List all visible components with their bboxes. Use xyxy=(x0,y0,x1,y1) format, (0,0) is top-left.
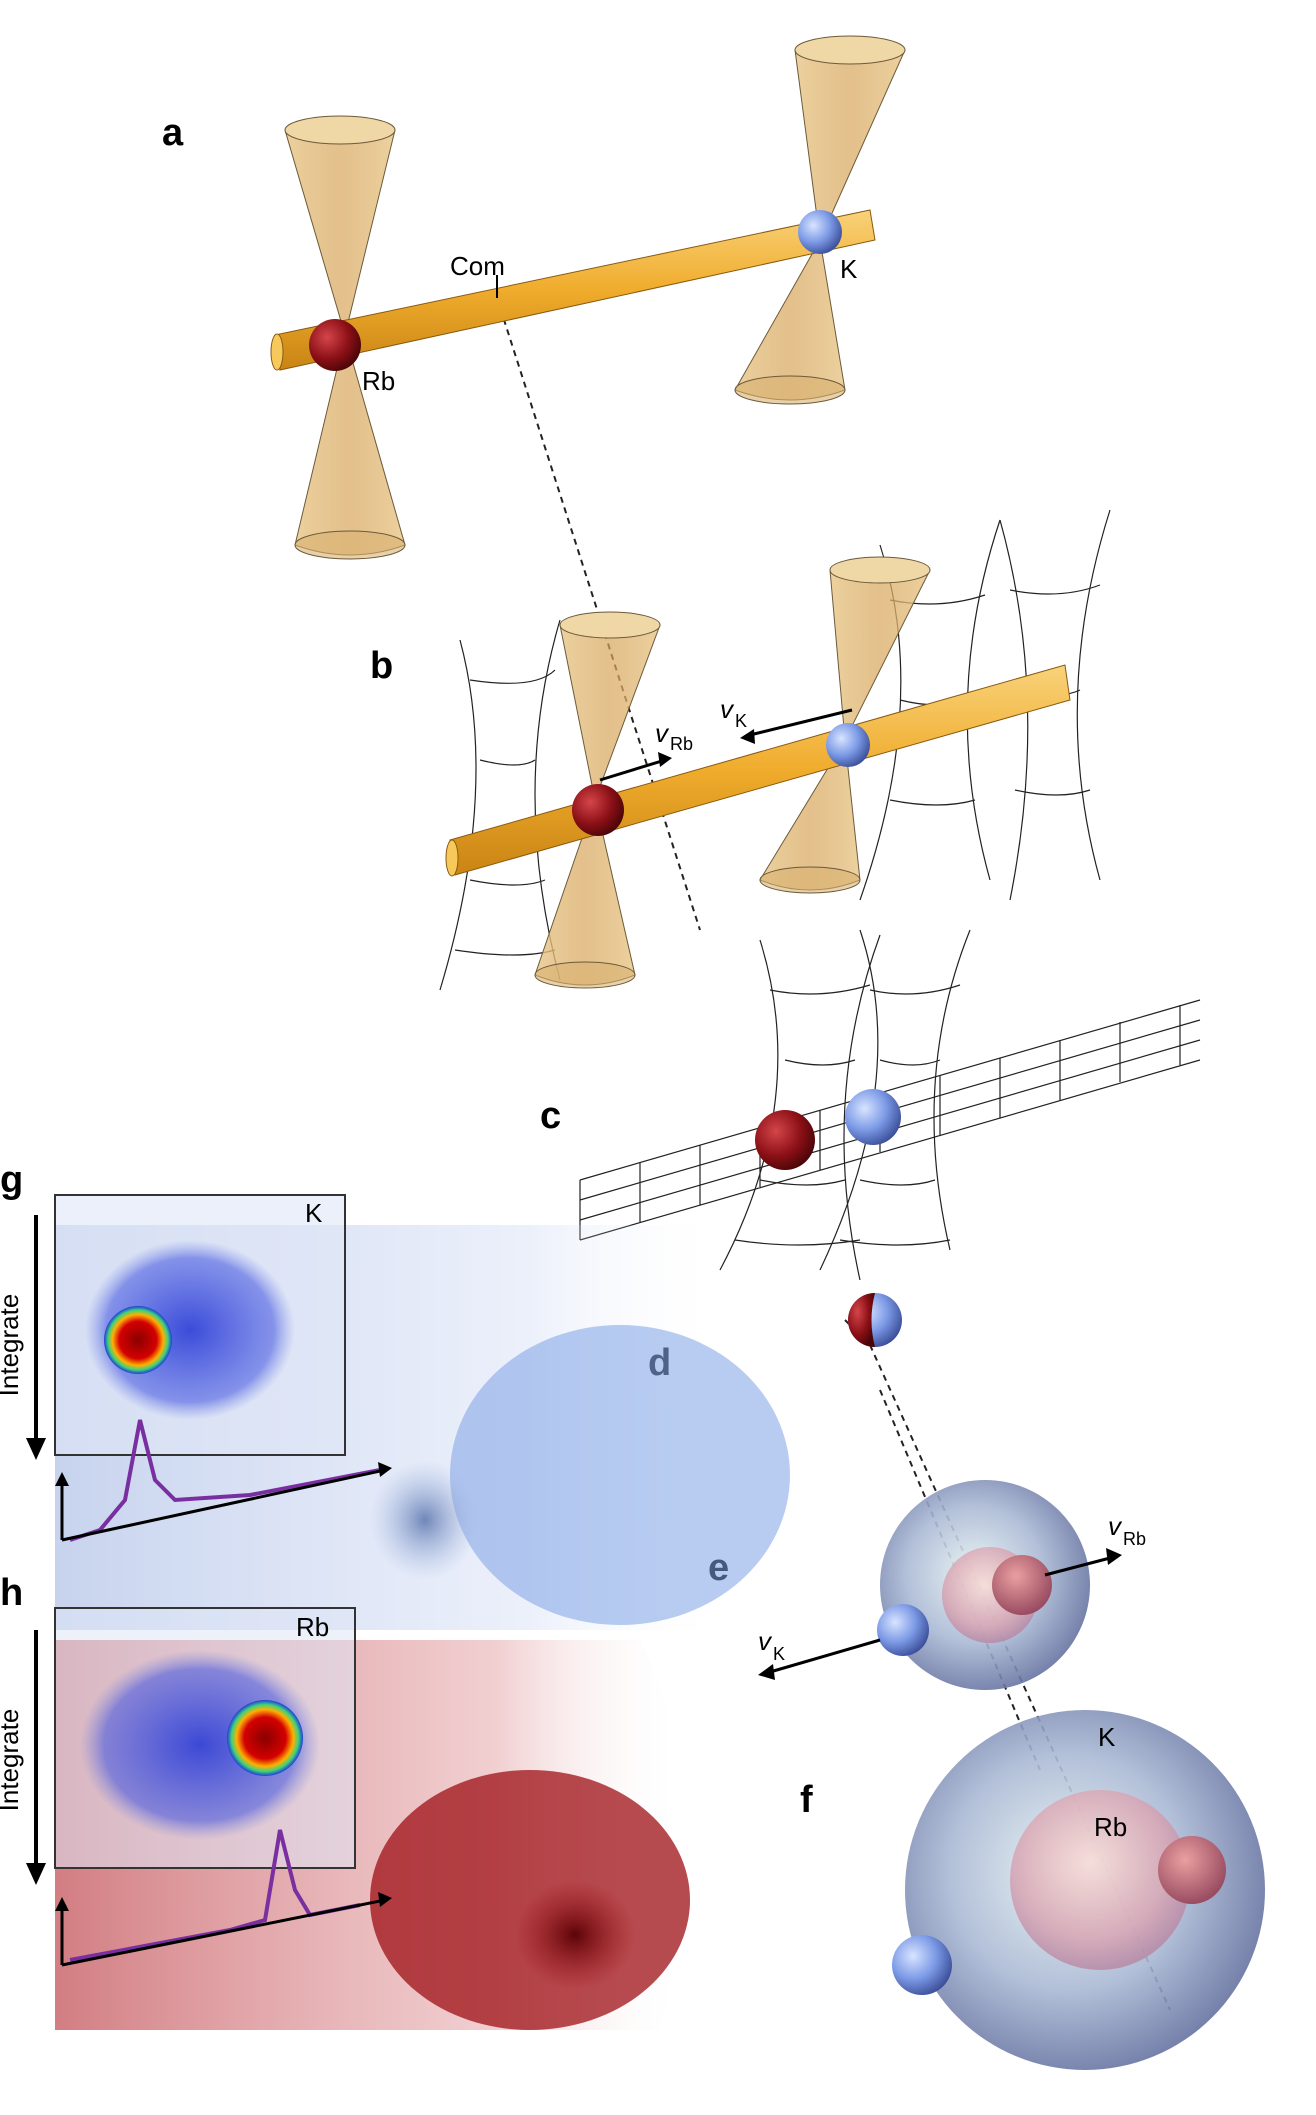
k-scatter-image xyxy=(85,1240,295,1420)
k-label-a: K xyxy=(840,254,858,284)
mesh-beam-c xyxy=(579,929,1201,1281)
optical-tube-a xyxy=(270,209,876,371)
v-k-arrow-e xyxy=(769,1638,881,1674)
tweezer-k-a xyxy=(734,35,906,405)
k-cloud-d xyxy=(450,1325,790,1625)
k-atom-b xyxy=(826,723,870,767)
k-atom-a xyxy=(798,210,842,254)
v-rb-arrow-e xyxy=(1044,1556,1111,1577)
rb-axis-x xyxy=(61,1898,386,1967)
panel-f: f K Rb xyxy=(800,1710,1265,2070)
tweezer-rb-b xyxy=(534,611,661,989)
k-atom-e xyxy=(877,1604,929,1656)
k-atom-c xyxy=(845,1089,901,1145)
panel-label-b: b xyxy=(370,645,393,687)
k-axis-x xyxy=(61,1468,386,1542)
optical-tube-b xyxy=(445,664,1071,877)
v-k-sub-e: K xyxy=(773,1644,785,1664)
rb-atom-c xyxy=(755,1110,815,1170)
panel-label-h: h xyxy=(0,1572,23,1614)
rb-scatter-image xyxy=(80,1650,320,1840)
k-label-f: K xyxy=(1098,1722,1116,1752)
k-profile-curve xyxy=(69,1419,381,1542)
panel-label-c: c xyxy=(540,1095,561,1137)
molecule-rb-half xyxy=(848,1293,875,1347)
v-k-label-b: v xyxy=(720,694,735,724)
panel-label-f: f xyxy=(800,1779,813,1821)
integrate-label-g: Integrate xyxy=(0,1294,24,1397)
v-rb-arrow-b xyxy=(599,758,666,782)
panel-label-g: g xyxy=(0,1159,23,1201)
k-atom-f xyxy=(892,1935,952,1995)
tweezer-rb-a xyxy=(284,115,406,560)
rb-atom-e xyxy=(992,1555,1052,1615)
rb-profile-curve xyxy=(69,1829,361,1962)
rb-hotspot xyxy=(227,1700,303,1776)
v-k-arrow-b xyxy=(749,708,853,737)
rb-cloud-core xyxy=(515,1880,635,1990)
v-rb-sub-b: Rb xyxy=(670,734,693,754)
com-label: Com xyxy=(450,251,505,281)
k-hotspot xyxy=(104,1306,172,1374)
rb-shell-f xyxy=(1010,1790,1190,1970)
rb-label-f: Rb xyxy=(1094,1812,1127,1842)
panel-b: b v Rb v K xyxy=(370,509,1111,991)
v-k-label-e: v xyxy=(758,1626,773,1656)
integrate-label-h: Integrate xyxy=(0,1709,24,1812)
v-k-sub-b: K xyxy=(735,711,747,731)
panel-a: a Com Rb K xyxy=(162,35,906,560)
panel-e: e v Rb v K xyxy=(708,1480,1146,1690)
k-cloud-core xyxy=(370,1460,480,1580)
panel-g: Integrate g K xyxy=(0,1159,790,1630)
v-rb-label-b: v xyxy=(655,718,670,748)
v-rb-label-e: v xyxy=(1108,1511,1123,1541)
rb-atom-b xyxy=(572,784,624,836)
panel-h: Integrate h Rb xyxy=(0,1572,690,2030)
rb-atom-f xyxy=(1158,1836,1226,1904)
v-rb-sub-e: Rb xyxy=(1123,1529,1146,1549)
tweezer-k-b xyxy=(759,556,931,894)
panel-c: c xyxy=(540,929,1201,1281)
rb-frame-label: Rb xyxy=(296,1612,329,1642)
rb-atom-a xyxy=(309,319,361,371)
rb-label-a: Rb xyxy=(362,366,395,396)
k-frame-label: K xyxy=(305,1198,323,1228)
panel-label-a: a xyxy=(162,112,184,154)
